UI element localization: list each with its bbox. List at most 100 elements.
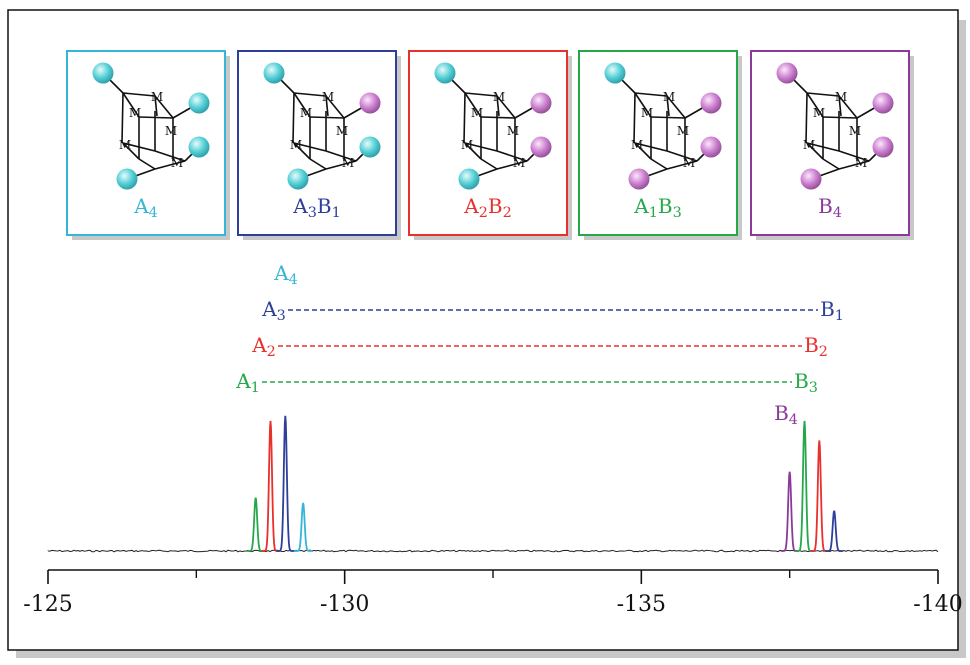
tick-label: -140	[913, 592, 962, 617]
cube-bond	[838, 95, 842, 117]
assignment-left-A3B1: A3	[261, 297, 286, 324]
metal-label: M	[129, 106, 141, 120]
cube-bond	[464, 142, 498, 152]
cube-bond	[838, 160, 870, 170]
cube-bond	[806, 92, 840, 97]
substituent-b-sphere	[800, 168, 822, 190]
ppm-axis: -125-130-135-140	[23, 569, 963, 617]
label-part: A	[133, 194, 149, 218]
cube-bond	[464, 92, 498, 97]
substituent-a-sphere	[287, 168, 309, 190]
metal-label: M	[151, 90, 163, 104]
subscript: 2	[267, 344, 276, 360]
metal-label: M	[835, 90, 847, 104]
metal-label: M	[342, 156, 354, 170]
subscript: 1	[649, 205, 658, 221]
substituent-b-sphere	[700, 92, 722, 114]
metal-label: M	[336, 124, 348, 138]
molecule-label-B4: B4	[818, 194, 842, 221]
label-part: B	[820, 297, 835, 321]
tick-label: -125	[23, 592, 72, 617]
label-part: B	[794, 369, 809, 393]
metal-label: M	[803, 138, 815, 152]
cube-bond	[122, 92, 156, 97]
peak-A-A3B1	[276, 415, 295, 552]
substituent-a-sphere	[263, 62, 285, 84]
assignment-right-A3B1: B1	[820, 297, 844, 324]
substituent-b-sphere	[628, 168, 650, 190]
tick-label: -130	[320, 592, 369, 617]
substituent-b-sphere	[872, 92, 894, 114]
cube-bond	[293, 142, 311, 160]
cube-bond	[122, 92, 140, 118]
metal-label: M	[300, 106, 312, 120]
cube-bond	[325, 150, 357, 162]
cube-bond	[806, 92, 824, 118]
metal-label: M	[322, 90, 334, 104]
cube-bond	[650, 116, 686, 119]
cube-bond	[806, 142, 840, 152]
cube-bond	[293, 142, 327, 152]
subscript: 3	[308, 205, 317, 221]
subscript: 1	[835, 308, 844, 324]
spectrum-baseline	[47, 549, 939, 553]
cube-bond	[666, 95, 670, 117]
subscript: 2	[819, 344, 828, 360]
cube-bond	[464, 142, 482, 160]
cube-bond	[154, 150, 186, 162]
metal-label: M	[849, 124, 861, 138]
label-part: B	[804, 333, 819, 357]
substituent-b-sphere	[530, 136, 552, 158]
assignment-B4: B4	[774, 401, 798, 428]
label-part: A	[292, 194, 308, 218]
substituent-a-sphere	[188, 136, 210, 158]
cube-bond	[634, 92, 652, 118]
substituent-b-sphere	[359, 92, 381, 114]
subscript: 3	[277, 308, 286, 324]
substituent-a-sphere	[604, 62, 626, 84]
metal-label: M	[641, 106, 653, 120]
substituent-b-sphere	[700, 136, 722, 158]
molecule-label-A2B2: A2B2	[463, 194, 511, 221]
peak-B-A3B1	[825, 510, 844, 552]
subscript: 4	[289, 272, 298, 288]
subscript: 1	[251, 380, 260, 396]
assignment-A4: A4	[273, 261, 298, 288]
cube-bond	[634, 142, 668, 152]
cube-bond	[822, 116, 858, 119]
cube-bond	[666, 95, 686, 119]
metal-label: M	[855, 156, 867, 170]
cube-bond	[838, 150, 870, 162]
metal-label: M	[631, 138, 643, 152]
metal-label: M	[471, 106, 483, 120]
label-part: A	[261, 297, 277, 321]
cube-bond	[292, 92, 295, 144]
substituent-a-sphere	[92, 62, 114, 84]
metal-label: M	[683, 156, 695, 170]
metal-label: M	[290, 138, 302, 152]
cube-bond	[154, 160, 186, 170]
cube-bond	[154, 95, 174, 119]
label-part: B	[774, 401, 789, 425]
cube-bond	[634, 92, 668, 97]
metal-label: M	[119, 138, 131, 152]
substituent-b-sphere	[872, 136, 894, 158]
assignment-left-A1B3: A1	[235, 369, 260, 396]
cube-bond	[806, 142, 824, 160]
cube-bond	[325, 160, 357, 170]
peak-A-A4	[294, 502, 313, 552]
assignment-right-A2B2: B2	[804, 333, 828, 360]
cube-bond	[325, 95, 345, 119]
label-part: A	[633, 194, 649, 218]
substituent-b-sphere	[776, 62, 798, 84]
cube-bond	[463, 92, 466, 144]
nmr-spectrum	[47, 415, 939, 553]
cube-bond	[122, 142, 156, 152]
label-part: A	[273, 261, 289, 285]
cube-bond	[293, 92, 311, 118]
